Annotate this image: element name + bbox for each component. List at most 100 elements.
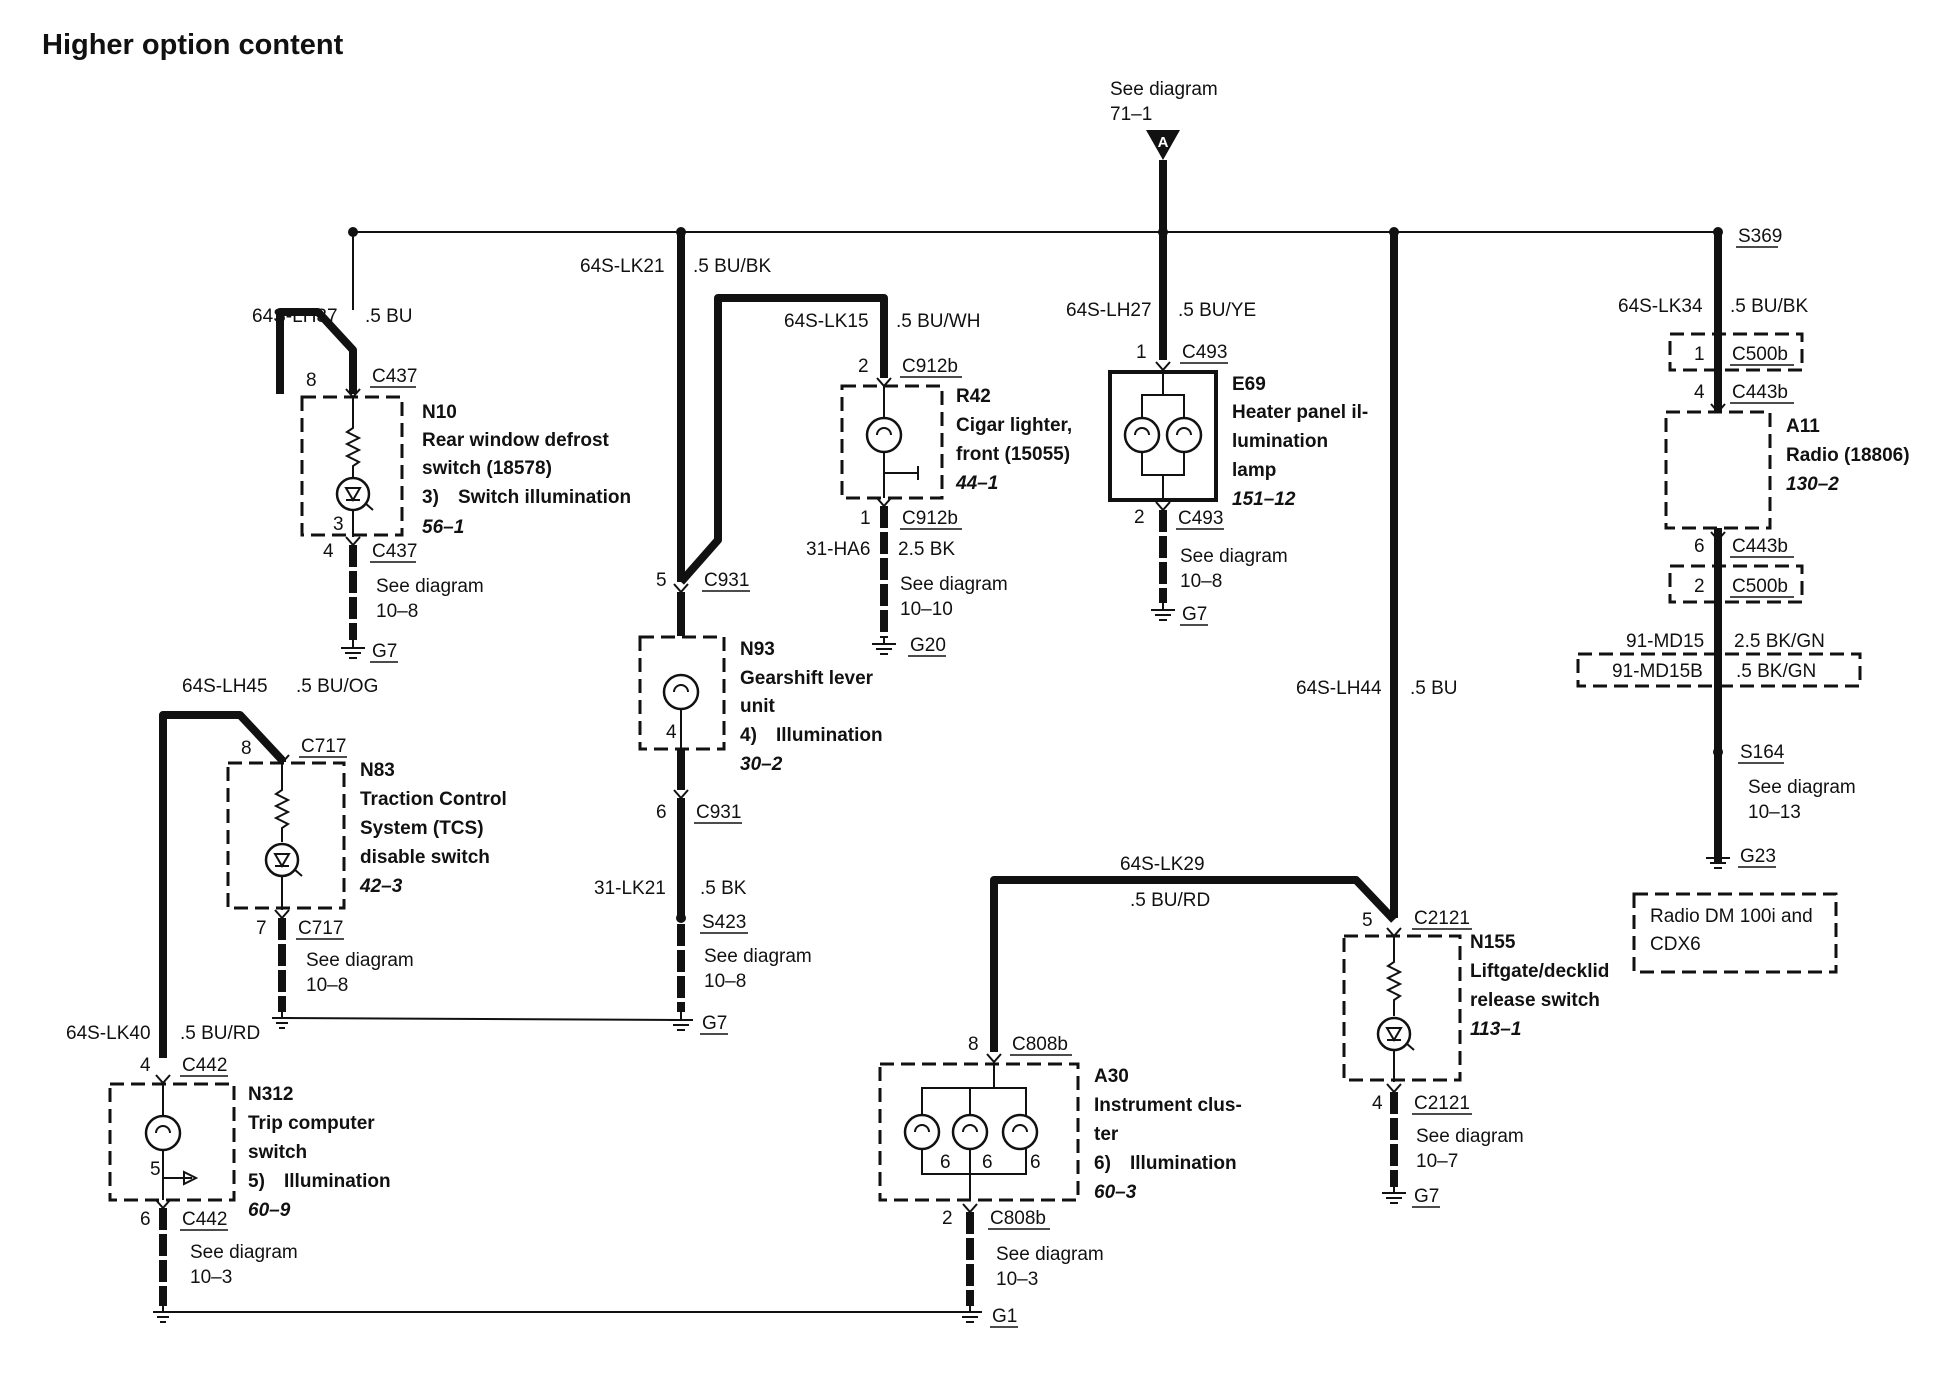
component-name: ter	[1094, 1124, 1119, 1145]
diode-icon	[1385, 1027, 1403, 1042]
diode-arrow-icon	[293, 868, 303, 877]
ground-icon	[872, 638, 896, 655]
connector-label: C717	[298, 918, 343, 939]
connector-c500b-box	[1668, 332, 1804, 372]
page-ref: 113–1	[1470, 1019, 1521, 1040]
connector-label: C437	[372, 541, 417, 562]
connector-label: C493	[1178, 508, 1223, 529]
connector-arrow-icon	[673, 583, 689, 594]
connector-label: C912b	[902, 508, 958, 529]
component-code: N83	[360, 760, 395, 781]
led-lamp-icon	[335, 476, 371, 512]
pin-label: 6	[1694, 536, 1705, 557]
component-n93: 64S-LK21 .5 BU/BK 5 C931 4 6 C931 31-LK2…	[580, 232, 883, 1035]
ground-label: G7	[1182, 604, 1207, 625]
function-name: Illumination	[284, 1171, 391, 1192]
connector-label: C442	[182, 1209, 227, 1230]
component-name: Cigar lighter,	[956, 415, 1072, 436]
wire-64s-lh45	[159, 711, 286, 1058]
connector-label: C2121	[1414, 908, 1470, 929]
connector-label: C717	[301, 736, 346, 757]
wire-label: 64S-LH37	[252, 306, 338, 327]
component-name: Gearshift lever	[740, 668, 874, 689]
see-diagram: See diagram	[1748, 777, 1856, 798]
see-diagram: See diagram	[996, 1244, 1104, 1265]
see-diagram: See diagram	[900, 574, 1008, 595]
pin-label: 5	[656, 570, 667, 591]
wire-spec: .5 BU/RD	[1130, 890, 1210, 911]
filament-icon	[1176, 427, 1192, 436]
component-box	[1664, 410, 1772, 530]
see-diagram-ref: 10–10	[900, 599, 953, 620]
wire-spec-alt: .5 BK/GN	[1736, 661, 1816, 682]
lamp-icon	[662, 673, 700, 711]
component-name: Trip computer	[248, 1113, 375, 1134]
see-diagram-ref: 10–3	[190, 1267, 232, 1288]
see-diagram-ref: 10–7	[1416, 1151, 1458, 1172]
resistor-icon	[1385, 936, 1403, 1016]
component-code: A30	[1094, 1066, 1129, 1087]
component-name: switch	[248, 1142, 307, 1163]
connector-label: C500b	[1732, 576, 1788, 597]
function-name: Illumination	[1130, 1153, 1237, 1174]
see-diagram-ref: 10–8	[376, 601, 418, 622]
diode-arrow-icon	[364, 502, 374, 511]
page-ref: 60–3	[1094, 1182, 1137, 1203]
filament-icon	[155, 1125, 171, 1134]
see-diagram-ref: 10–8	[1180, 571, 1222, 592]
wire-spec: .5 BU/OG	[296, 676, 378, 697]
wire-spec: .5 BU/WH	[896, 311, 980, 332]
component-box	[878, 1062, 1080, 1202]
pin-label: 2	[1694, 576, 1705, 597]
diode-arrow-icon	[1405, 1042, 1415, 1051]
component-box	[108, 1082, 236, 1202]
wire-64s-lk29	[990, 876, 1397, 1052]
wire-spec: 2.5 BK	[898, 539, 955, 560]
connector-label: C931	[704, 570, 749, 591]
connector-label: C2121	[1414, 1093, 1470, 1114]
component-code: A11	[1786, 416, 1820, 437]
ground-icon	[272, 1012, 292, 1029]
wire-label: 64S-LK34	[1618, 296, 1703, 317]
page-ref: 60–9	[248, 1200, 291, 1221]
component-name: release switch	[1470, 990, 1600, 1011]
component-code: N155	[1470, 932, 1516, 953]
lamp-pin: 6	[940, 1152, 951, 1173]
pin-label: 2	[942, 1208, 953, 1229]
page-ref: 130–2	[1786, 474, 1839, 495]
lamp-icon	[903, 1113, 941, 1151]
component-name: Traction Control	[360, 789, 507, 810]
connector-arrow-icon	[986, 1053, 1002, 1064]
filament-icon	[1134, 427, 1150, 436]
wire-label-alt: 91-MD15B	[1612, 661, 1703, 682]
lamp-pin: 6	[1030, 1152, 1041, 1173]
wire-label: 64S-LK29	[1120, 854, 1205, 875]
wire-label: 64S-LK21	[580, 256, 665, 277]
component-code: N312	[248, 1084, 293, 1105]
led-lamp-icon	[264, 842, 300, 878]
ground-bus-line	[281, 1017, 682, 1021]
connector-label: C500b	[1732, 344, 1788, 365]
see-diagram: See diagram	[190, 1242, 298, 1263]
lamp-icon	[1165, 416, 1203, 454]
component-name: Radio (18806)	[1786, 445, 1910, 466]
lamp-icon	[1001, 1113, 1039, 1151]
component-name: Rear window defrost	[422, 430, 610, 451]
see-diagram-ref: 10–13	[1748, 802, 1801, 823]
pin-label: 8	[241, 738, 252, 759]
filament-icon	[876, 427, 892, 436]
ground-label: G7	[702, 1013, 727, 1034]
ground-icon	[1706, 852, 1730, 869]
splice-dot	[1713, 747, 1723, 757]
ground-icon	[341, 640, 365, 659]
lamp-icon	[865, 416, 903, 454]
component-code: N93	[740, 639, 775, 660]
variant-note: CDX6	[1650, 934, 1701, 955]
terminal-icon	[163, 1170, 199, 1186]
see-diagram: See diagram	[306, 950, 414, 971]
wire-label: 64S-LK15	[784, 311, 869, 332]
filament-icon	[962, 1124, 978, 1133]
see-diagram-ref: 10–8	[704, 971, 746, 992]
ground-label: G7	[1414, 1186, 1439, 1207]
connector-label: C443b	[1732, 382, 1788, 403]
